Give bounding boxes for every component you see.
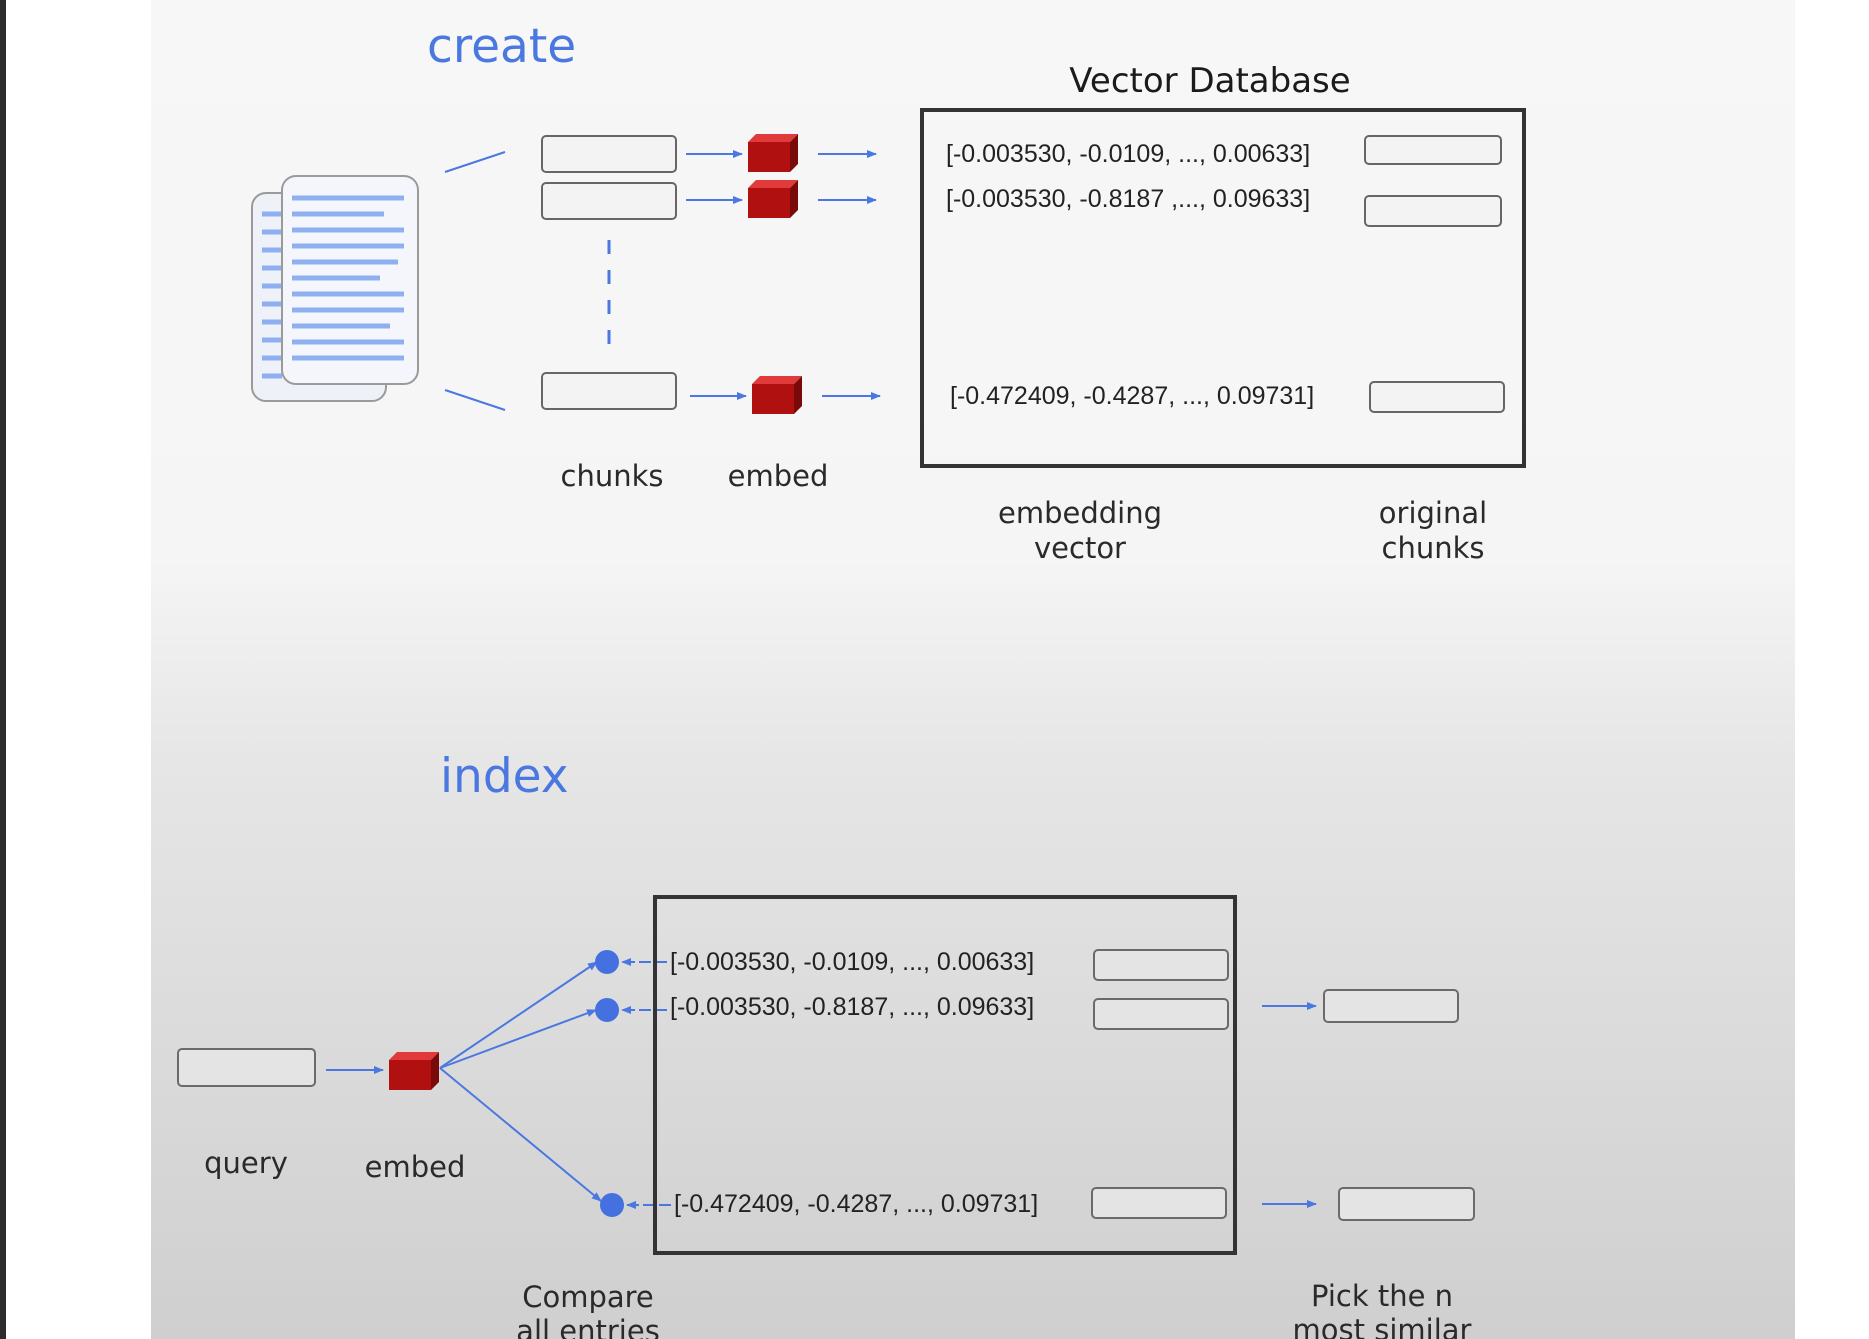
embedding-vector-label: embedding vector — [998, 496, 1162, 565]
similarity-dot-icon — [600, 1193, 624, 1217]
original-chunk-box — [1364, 195, 1502, 227]
db-vector-3: [-0.472409, -0.4287, ..., 0.09731] — [950, 382, 1314, 410]
similarity-dot-icon — [595, 950, 619, 974]
index-chunk-box — [1093, 998, 1229, 1030]
result-chunk-box — [1323, 989, 1459, 1023]
result-chunk-box — [1338, 1187, 1475, 1221]
similarity-dot-icon — [595, 998, 619, 1022]
index-vector-3: [-0.472409, -0.4287, ..., 0.09731] — [674, 1190, 1038, 1218]
index-section-title: index — [440, 749, 569, 804]
window-edge — [0, 0, 6, 1339]
chunk-box — [541, 182, 677, 220]
db-vector-1: [-0.003530, -0.0109, ..., 0.00633] — [946, 140, 1310, 168]
index-chunk-box — [1091, 1187, 1227, 1219]
index-chunk-box — [1093, 949, 1229, 981]
svg-text:all entries: all entries — [516, 1314, 660, 1339]
query-label: query — [204, 1146, 288, 1180]
original-chunk-box — [1364, 135, 1502, 165]
vector-database-title: Vector Database — [1069, 61, 1350, 101]
query-box — [177, 1048, 316, 1087]
svg-text:most similar: most similar — [1293, 1313, 1472, 1339]
svg-text:Compare: Compare — [522, 1280, 654, 1314]
compare-all-entries-label: Compare all entries — [516, 1280, 660, 1339]
db-vector-2: [-0.003530, -0.8187 ,..., 0.09633] — [946, 185, 1310, 213]
embed-cube-icon — [752, 376, 802, 414]
split-line-top — [444, 151, 506, 173]
similarity-fan-lines — [439, 961, 602, 1202]
embed-cube-icon — [389, 1052, 439, 1090]
svg-text:original: original — [1379, 496, 1487, 530]
create-section-title: create — [427, 19, 576, 74]
index-embed-label: embed — [365, 1150, 466, 1184]
chunk-box — [541, 135, 677, 173]
chunk-box — [541, 372, 677, 410]
index-vector-2: [-0.003530, -0.8187, ..., 0.09633] — [670, 993, 1034, 1021]
original-chunks-label: original chunks — [1379, 496, 1487, 565]
svg-text:chunks: chunks — [1382, 531, 1485, 565]
original-chunk-box — [1369, 381, 1505, 413]
split-line-bottom — [444, 389, 506, 411]
svg-text:Pick the n: Pick the n — [1311, 1279, 1453, 1313]
embed-cube-icon — [748, 180, 798, 218]
svg-text:vector: vector — [1034, 531, 1126, 565]
index-vector-1: [-0.003530, -0.0109, ..., 0.00633] — [670, 948, 1034, 976]
slide-background — [151, 0, 1795, 1339]
svg-text:embedding: embedding — [998, 496, 1162, 530]
pick-most-similar-label: Pick the n most similar — [1293, 1279, 1472, 1339]
index-database-box — [653, 895, 1237, 1255]
vector-database-box — [920, 108, 1526, 468]
embed-label: embed — [728, 459, 829, 493]
embed-cube-icon — [748, 134, 798, 172]
chunks-label: chunks — [561, 459, 664, 493]
document-stack-icon — [251, 175, 419, 402]
